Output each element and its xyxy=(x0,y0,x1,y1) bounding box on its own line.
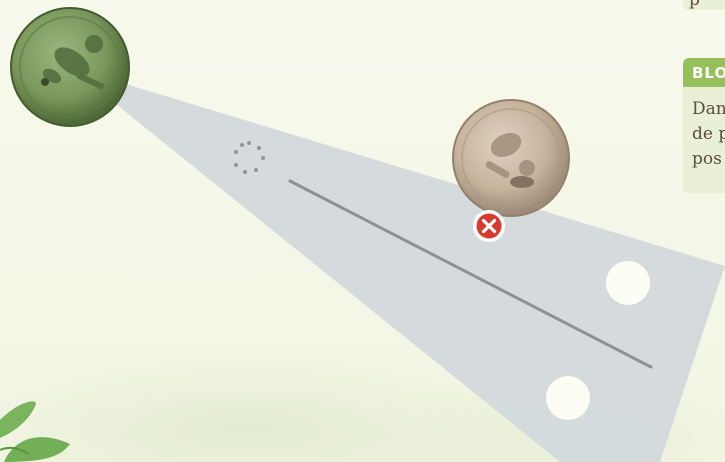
rules-line: de p xyxy=(692,122,725,147)
rules-line: pos xyxy=(692,147,725,172)
rules-line: Dan xyxy=(692,97,725,122)
plant-decoration xyxy=(0,380,80,462)
rules-panel-top: p xyxy=(683,0,725,10)
target-slot-upper[interactable] xyxy=(606,261,650,305)
target-slot-lower[interactable] xyxy=(546,376,590,420)
tan-unit-token[interactable] xyxy=(453,100,569,216)
blocked-status-icon xyxy=(473,210,505,242)
rules-panel-header: BLO xyxy=(683,58,725,87)
rules-panel-top-text: p xyxy=(689,0,700,10)
rules-panel-body: Dan de p pos xyxy=(683,87,725,172)
rules-panel: BLO Dan de p pos xyxy=(683,58,725,193)
green-unit-token[interactable] xyxy=(11,8,129,126)
